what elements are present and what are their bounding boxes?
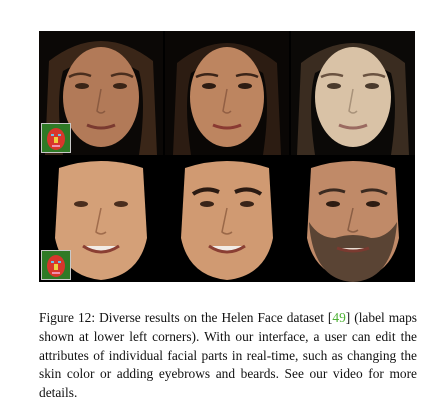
caption-rest: ] (label maps shown at lower left corner… [39, 310, 418, 400]
face-image-man-beard [291, 158, 415, 282]
face-image-woman-pale [291, 31, 415, 155]
figure-label: Figure 12: [39, 310, 96, 326]
face-image-woman-edited [165, 31, 289, 155]
citation-link[interactable]: 49 [332, 310, 346, 326]
label-map-thumbnail [41, 250, 71, 280]
figure-caption: Figure 12: Diverse results on the Helen … [39, 309, 417, 402]
caption-text: Diverse results on the Helen Face datase… [95, 310, 333, 326]
face-image-man-original [39, 158, 163, 282]
face-image-woman-original [39, 31, 163, 155]
face-image-man-eyebrows [165, 158, 289, 282]
label-map-thumbnail [41, 123, 71, 153]
figure-image-grid [39, 31, 415, 282]
